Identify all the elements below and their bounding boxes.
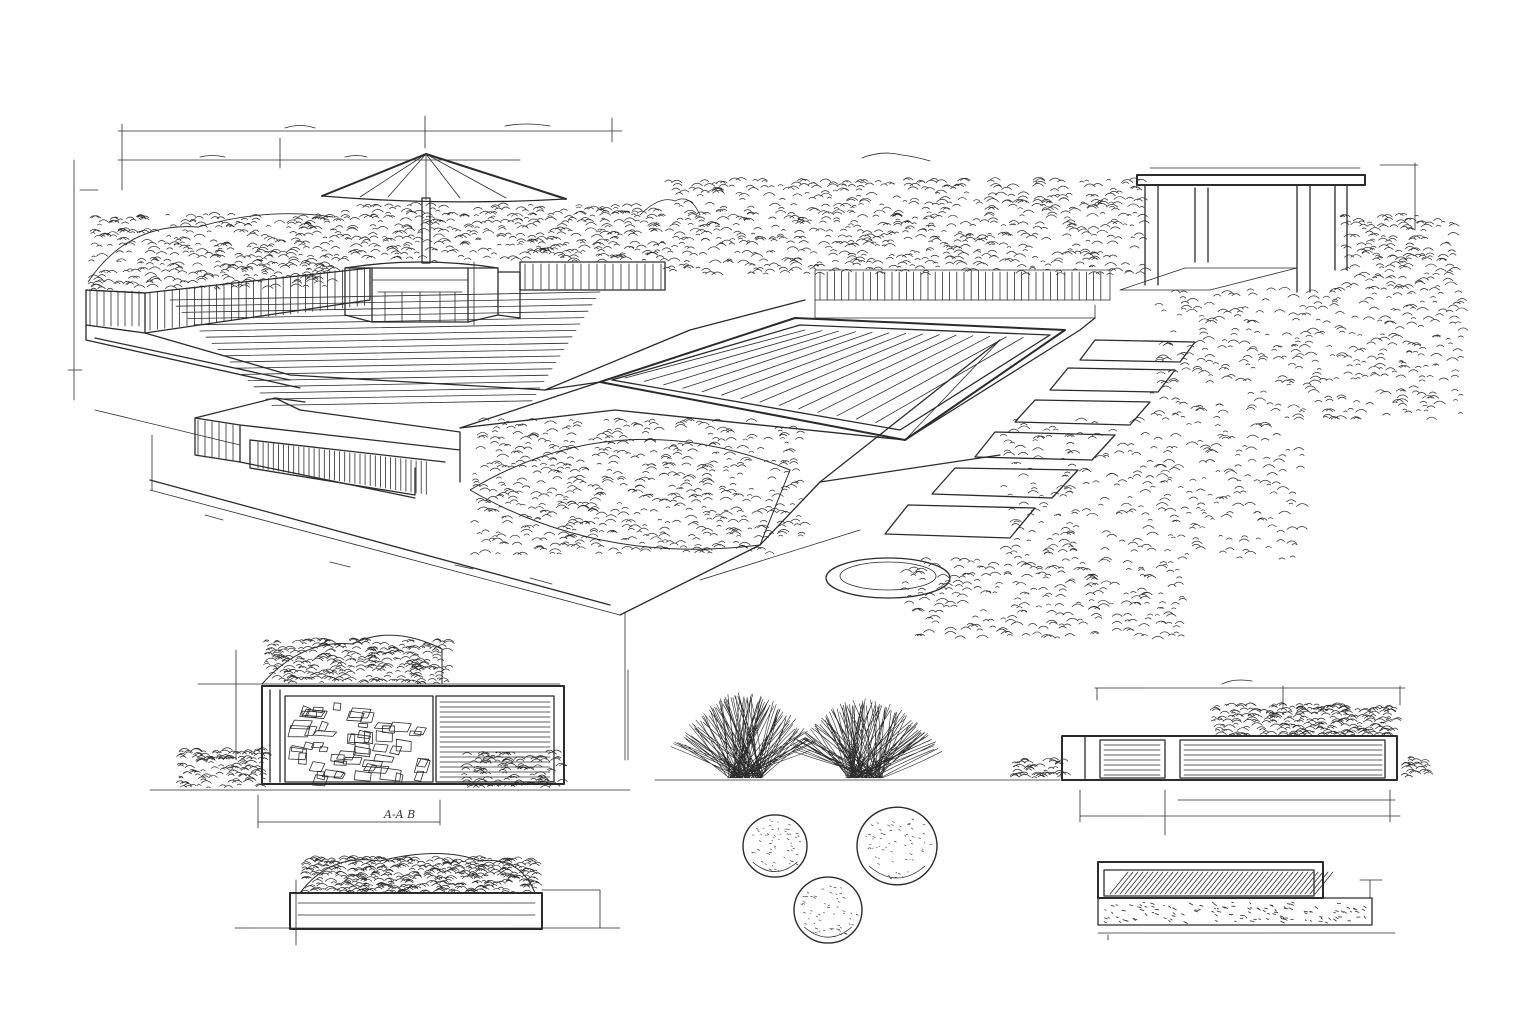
ground-foliage-right: [461, 749, 568, 789]
built-in-bench: [194, 397, 461, 499]
stepping-stone-path: [884, 339, 1196, 539]
deck-hatching: [169, 291, 601, 406]
pavilion-elevation: A-A B: [149, 634, 631, 829]
right-side-planting: [900, 286, 1469, 640]
planter-shrub-mass: [470, 417, 810, 556]
boulder: [856, 806, 938, 886]
bench-elevation-dimension-label: A-A B: [383, 808, 415, 821]
pavilion-ground-planting: [175, 747, 568, 789]
boulder-plan: [742, 806, 938, 944]
long-bench-ground-left: [1009, 757, 1071, 779]
ground-foliage-left: [175, 747, 272, 789]
bench-section: [1097, 861, 1396, 941]
top-dimension-lines: [117, 115, 623, 191]
long-bench-ground-right: [1400, 756, 1434, 778]
planter-section-foliage: [300, 855, 543, 894]
stepping-stone: [1014, 399, 1151, 426]
perspective-view: [67, 115, 1469, 761]
fence-slats: [89, 263, 1102, 331]
background-treeline: [87, 176, 1461, 290]
pavilion-stonework: [287, 702, 431, 787]
right-shrub-upper: [1149, 286, 1469, 421]
stepping-stone: [931, 467, 1079, 499]
boulder: [742, 814, 808, 878]
fountain-pad: [825, 557, 951, 599]
grass-clump-left: [670, 692, 816, 779]
pavilion-screen-slats: [439, 701, 551, 778]
pool-water-lines: [624, 329, 1024, 424]
long-bench-slats: [1103, 744, 1383, 776]
roof-foliage: [262, 637, 455, 685]
stepping-stone: [1049, 367, 1176, 393]
long-bench-elevation: [1009, 679, 1434, 836]
pavilion-roof-planting: [261, 634, 455, 685]
stepping-stone: [884, 504, 1036, 539]
pergola-dimension: [1379, 162, 1419, 231]
planter-bed: [469, 417, 810, 556]
cloud: [861, 152, 931, 162]
grass-clump-right: [792, 698, 943, 779]
treeline-mid: [334, 202, 667, 263]
ornamental-grass: [654, 692, 1061, 781]
reflecting-pool: [544, 299, 1096, 441]
planter-section: [234, 853, 621, 946]
stepping-stone: [1079, 339, 1196, 363]
umbrella-pavilion: [321, 153, 567, 326]
foreground-dimension-ticks: [204, 514, 626, 761]
treeline-right: [659, 176, 1152, 276]
planter-section-plants: [299, 853, 543, 894]
treeline-far-right: [1339, 213, 1461, 290]
long-bench-foliage: [1209, 702, 1402, 737]
distant-hill: [639, 198, 701, 216]
right-shrub-lower: [900, 557, 1188, 640]
bench-section-hatching: [1109, 871, 1334, 895]
bench-slats: [197, 419, 427, 495]
pergola: [1119, 167, 1366, 293]
bench-section-fill: [1103, 901, 1367, 924]
long-bench-planting: [1009, 702, 1434, 779]
treeline-left: [87, 212, 342, 290]
right-shrub-mid: [999, 417, 1309, 560]
boulder: [793, 876, 863, 944]
stepping-stone: [974, 431, 1116, 461]
